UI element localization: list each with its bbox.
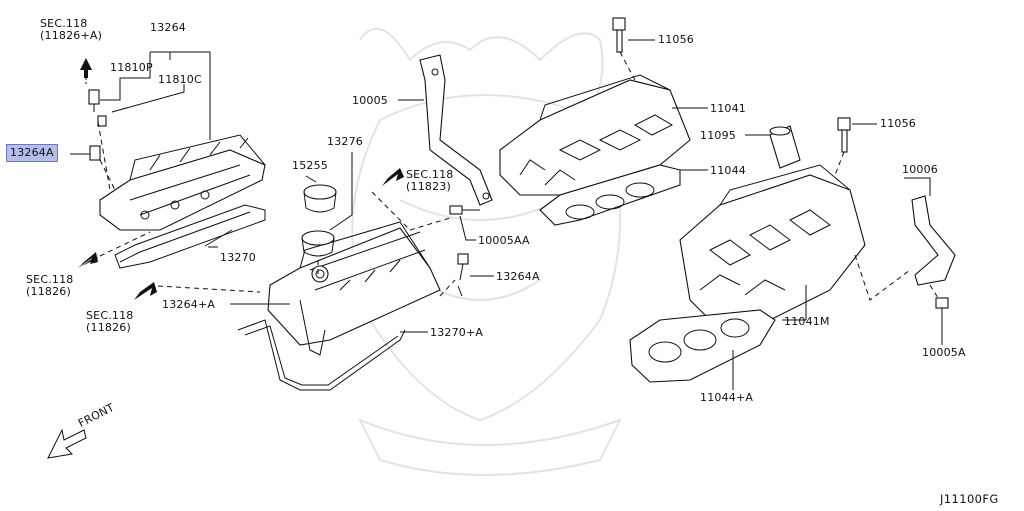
bracket-10006 <box>911 195 956 286</box>
label-text: SEC.118 <box>26 273 74 286</box>
label-text: (11823) <box>406 180 451 193</box>
label-11041: 11041 <box>710 102 746 115</box>
label-13264a: 13264A <box>496 270 540 283</box>
cylinder-head-11041m <box>679 164 866 331</box>
bolt-13264a <box>457 253 469 297</box>
label-10006: 10006 <box>902 163 938 176</box>
cylinder-head-11041 <box>499 74 691 196</box>
label-sec118-11826-b: SEC.118 (11826) <box>86 310 134 334</box>
bracket-10005 <box>419 54 493 206</box>
oil-filler-cap <box>303 184 337 213</box>
label-11095: 11095 <box>700 129 736 142</box>
label-15255: 15255 <box>292 159 328 172</box>
arrow-up-icon <box>80 58 92 84</box>
head-gasket-11044 <box>539 164 681 226</box>
label-11810p: 11810P <box>110 61 153 74</box>
label-text: SEC.118 <box>40 17 88 30</box>
label-11041m: 11041M <box>784 315 830 328</box>
label-text: (11826+A) <box>40 29 103 42</box>
label-text: (11826) <box>86 321 131 334</box>
label-13270: 13270 <box>220 251 256 264</box>
label-sec118-11823: SEC.118 (11823) <box>406 169 454 193</box>
diagram-reference-code: J11100FG <box>940 492 999 506</box>
label-11056-top: 11056 <box>658 33 694 46</box>
bolt-11056-top <box>612 17 626 53</box>
label-10005: 10005 <box>352 94 388 107</box>
label-13264: 13264 <box>150 21 186 34</box>
label-11056-right: 11056 <box>880 117 916 130</box>
label-13264a-highlighted[interactable]: 13264A <box>6 144 58 162</box>
label-10005a: 10005A <box>922 346 966 359</box>
bolt-11056-right <box>837 117 851 153</box>
label-13270-plus-a: 13270+A <box>430 326 484 339</box>
label-text: SEC.118 <box>406 168 454 181</box>
label-11810c: 11810C <box>158 73 202 86</box>
front-arrow-icon <box>47 428 87 459</box>
label-13276: 13276 <box>327 135 363 148</box>
label-13264-plus-a: 13264+A <box>162 298 216 311</box>
sensor-part <box>88 89 107 161</box>
label-11044-plus-a: 11044+A <box>700 391 754 404</box>
label-11044: 11044 <box>710 164 746 177</box>
label-text: SEC.118 <box>86 309 134 322</box>
cap-seal <box>301 230 335 257</box>
dowel-11095 <box>769 125 801 169</box>
right-rocker-cover <box>267 221 441 356</box>
left-rocker-cover <box>99 134 266 231</box>
bolt-10005a <box>935 297 949 318</box>
label-10005aa: 10005AA <box>478 234 530 247</box>
bolt-10005aa <box>449 205 480 215</box>
label-text: (11826) <box>26 285 71 298</box>
label-sec118-11826-a: SEC.118 (11826) <box>26 274 74 298</box>
head-gasket-11044a <box>629 309 776 383</box>
label-sec118-11826a: SEC.118 (11826+A) <box>40 18 102 42</box>
